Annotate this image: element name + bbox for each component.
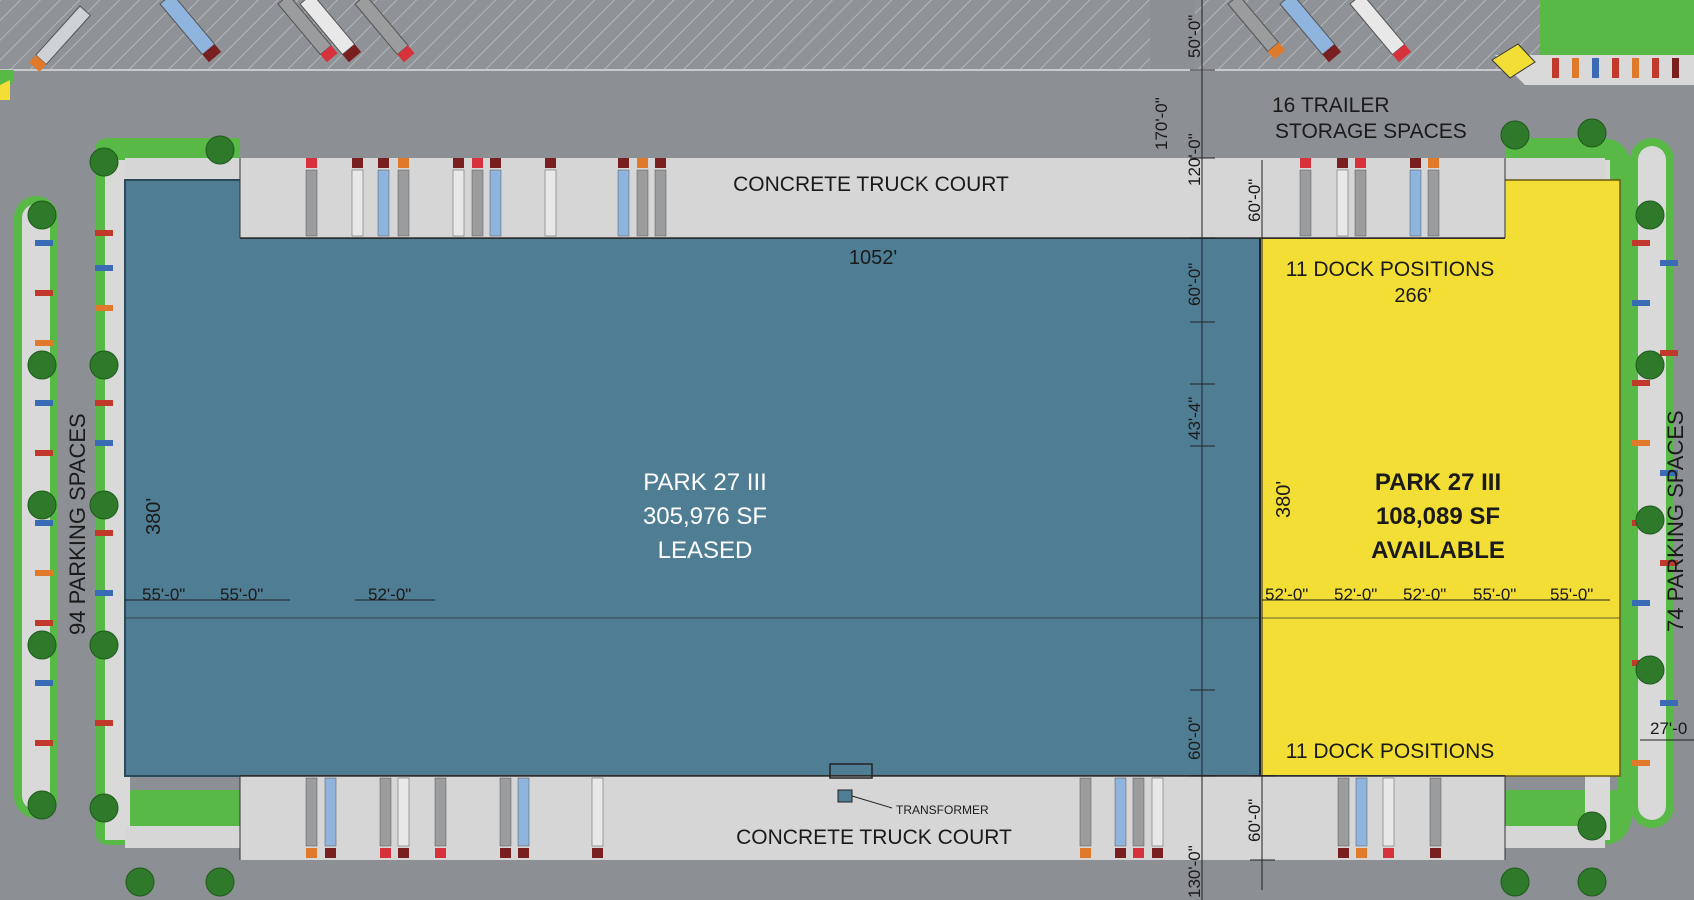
dim-27: 27'-0 — [1650, 719, 1687, 738]
bay-left-3: 52'-0" — [368, 585, 411, 604]
trailer-storage-label-line1: 16 TRAILER — [1272, 94, 1390, 117]
bay-right-1: 52'-0" — [1265, 585, 1308, 604]
dim-60-south-interior: 60'-0" — [1185, 717, 1204, 760]
bay-right-3: 52'-0" — [1403, 585, 1446, 604]
south-dock-positions-label: 11 DOCK POSITIONS — [1286, 740, 1495, 763]
available-area: 108,089 SF — [1376, 503, 1500, 530]
leased-space — [124, 179, 1261, 777]
available-name: PARK 27 III — [1375, 469, 1501, 496]
trees — [27, 118, 1665, 897]
dim-60-north-court: 60'-0" — [1245, 179, 1264, 222]
building-width-label: 1052' — [849, 247, 897, 269]
bay-left-1: 55'-0" — [142, 585, 185, 604]
leased-area: 305,976 SF — [643, 503, 767, 530]
transformer-label: TRANSFORMER — [896, 803, 989, 817]
dim-130: 130'-0" — [1185, 845, 1204, 898]
east-parking-label: 74 PARKING SPACES — [1663, 410, 1688, 632]
bay-right-4: 55'-0" — [1473, 585, 1516, 604]
available-space — [1259, 179, 1621, 777]
available-status: AVAILABLE — [1371, 537, 1505, 564]
storage-trailers — [29, 0, 1412, 72]
leased-status: LEASED — [658, 537, 753, 564]
bay-left-2: 55'-0" — [220, 585, 263, 604]
north-dock-positions-label: 11 DOCK POSITIONS — [1286, 258, 1495, 281]
west-parking-label: 94 PARKING SPACES — [65, 413, 90, 635]
north-dock-width-label: 266' — [1394, 285, 1431, 307]
bay-right-5: 55'-0" — [1550, 585, 1593, 604]
dim-60-south-court: 60'-0" — [1245, 799, 1264, 842]
south-truck-court-label: CONCRETE TRUCK COURT — [736, 826, 1012, 849]
transformer-icon — [837, 789, 853, 803]
north-truck-court-label: CONCRETE TRUCK COURT — [733, 173, 1009, 196]
dim-170: 170'-0" — [1152, 97, 1171, 150]
dim-120: 120'-0" — [1185, 133, 1204, 186]
dim-50: 50'-0" — [1185, 15, 1204, 58]
leased-name: PARK 27 III — [643, 469, 767, 496]
right-depth-label: 380' — [1273, 481, 1295, 518]
dim-43: 43'-4" — [1185, 397, 1204, 440]
dimension-lines — [125, 0, 1694, 900]
left-depth-label: 380' — [143, 498, 165, 535]
trailer-storage-label-line2: STORAGE SPACES — [1275, 120, 1467, 143]
bay-right-2: 52'-0" — [1334, 585, 1377, 604]
dim-60-north-interior: 60'-0" — [1185, 263, 1204, 306]
